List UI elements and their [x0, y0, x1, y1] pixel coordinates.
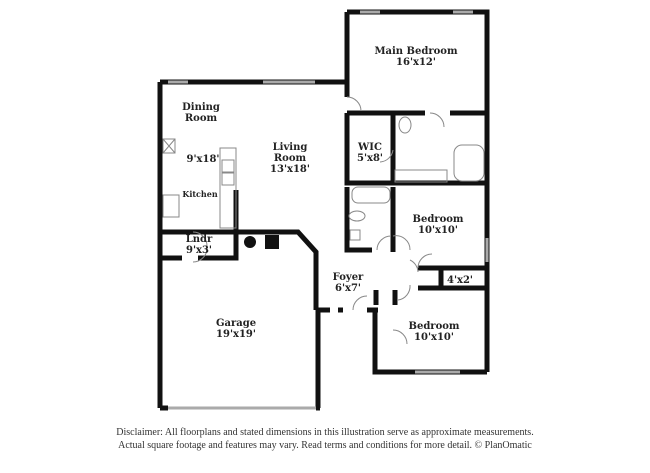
wic-wall [344, 110, 487, 186]
room-label-kitchen: Kitchen [182, 189, 218, 199]
bedroom2-bottom [418, 265, 487, 291]
room-label-closet: 4'x2' [446, 275, 474, 286]
garage-top-wall [160, 229, 319, 310]
water-heater-icon [244, 236, 256, 248]
windows [168, 10, 489, 410]
walls [157, 9, 490, 411]
disclaimer-line-1: Disclaimer: All floorplans and stated di… [116, 427, 534, 438]
doors-and-fixtures [162, 96, 485, 345]
room-label-dining-room: Dining Room [182, 102, 220, 124]
hvac-unit-icon [265, 235, 279, 249]
hall-wall [373, 290, 398, 305]
bath2-wall [344, 187, 396, 253]
room-label-dining-size: 9'x18' [186, 154, 220, 165]
disclaimer-line-2: Actual square footage and features may v… [118, 440, 532, 451]
